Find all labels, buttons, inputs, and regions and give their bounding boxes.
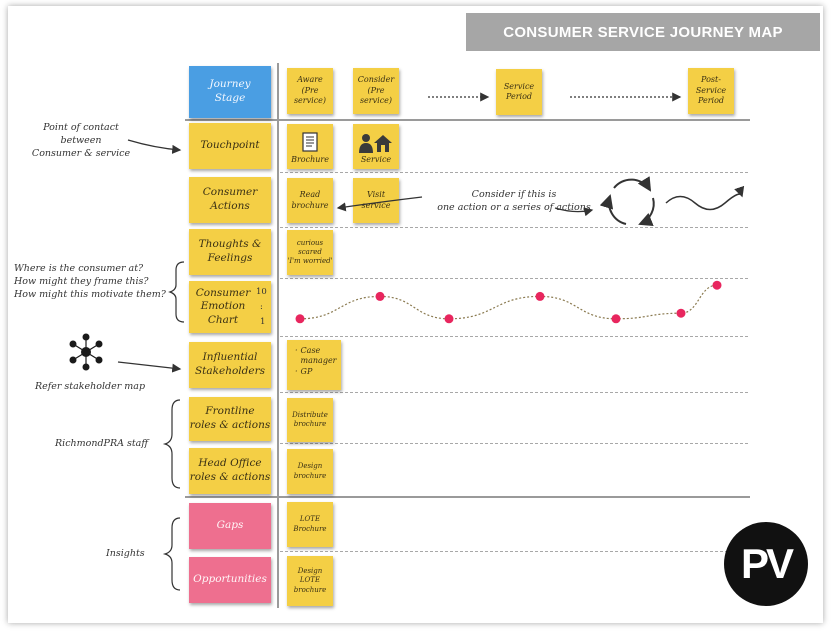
frontline-distribute-brochure: Distribute brochure [287, 398, 333, 442]
list-item: ·GP [295, 366, 313, 376]
emotion-chart-label-text: Consumer Emotion Chart [195, 286, 251, 326]
row-divider [280, 278, 748, 279]
stage-consider: Consider (Pre service) [353, 68, 399, 114]
insights-divider [185, 496, 750, 498]
action-visit-service: Visit service [353, 178, 399, 223]
consumer-actions-label: Consumer Actions [189, 177, 271, 223]
emotion-scale-bottom: 1 [260, 317, 266, 327]
stakeholder-gp: GP [300, 366, 313, 376]
point-of-contact-note: Point of contact between Consumer & serv… [31, 122, 131, 159]
thoughts-feelings-label: Thoughts & Feelings [189, 229, 271, 275]
stage-service: Service Period [496, 69, 542, 115]
opportunity-design-lote-brochure: Design LOTE brochure [287, 556, 333, 606]
head-office-design-brochure: Design brochure [287, 449, 333, 494]
journey-stage-label: Journey Stage [189, 66, 271, 118]
list-item: ·Case manager [295, 346, 337, 366]
row-divider [280, 336, 748, 337]
service-text: Service [360, 154, 392, 164]
emotion-chart-label: Consumer Emotion Chart [189, 281, 271, 333]
gap-lote-brochure: LOTE Brochure [287, 502, 333, 547]
brochure-text: Brochure [291, 154, 329, 164]
emotion-scale-dots: : [260, 302, 263, 312]
richmondpra-staff-note: RichmondPRA staff [55, 438, 149, 449]
touchpoint-service: Service [353, 124, 399, 169]
column-divider [277, 63, 279, 608]
pv-logo: PV [724, 522, 808, 606]
influential-stakeholders-label: Influential Stakeholders [189, 342, 271, 388]
house-icon [374, 134, 392, 152]
stage-aware: Aware (Pre service) [287, 68, 333, 114]
emotion-scale-top: 10 [256, 287, 267, 297]
opportunities-label: Opportunities [189, 557, 271, 603]
stage-post-service: Post- Service Period [688, 68, 734, 114]
action-read-brochure: Read brochure [287, 178, 333, 223]
refer-stakeholder-map-note: Refer stakeholder map [34, 381, 146, 392]
touchpoint-brochure: Brochure [287, 124, 333, 169]
touchpoint-label: Touchpoint [189, 123, 271, 169]
page-title: CONSUMER SERVICE JOURNEY MAP [466, 13, 820, 51]
row-divider [280, 172, 748, 173]
row-divider [280, 227, 748, 228]
stakeholder-case-manager: Case manager [300, 346, 337, 366]
influential-stakeholders-cell: ·Case manager ·GP [287, 340, 341, 390]
row-divider [280, 551, 748, 552]
insights-note: Insights [106, 548, 145, 559]
header-divider [185, 119, 750, 121]
frontline-roles-label: Frontline roles & actions [189, 397, 271, 441]
person-icon [359, 133, 373, 153]
thoughts-cell: curious scared 'I'm worried' [287, 230, 333, 275]
row-divider [280, 392, 748, 393]
gaps-label: Gaps [189, 503, 271, 549]
consider-action-note: Consider if this is one action or a seri… [437, 189, 591, 213]
where-is-consumer-note: Where is the consumer at? How might they… [14, 263, 166, 300]
row-divider [280, 443, 748, 444]
head-office-roles-label: Head Office roles & actions [189, 448, 271, 494]
document-icon [302, 132, 318, 152]
stakeholder-network-icon [69, 333, 103, 371]
